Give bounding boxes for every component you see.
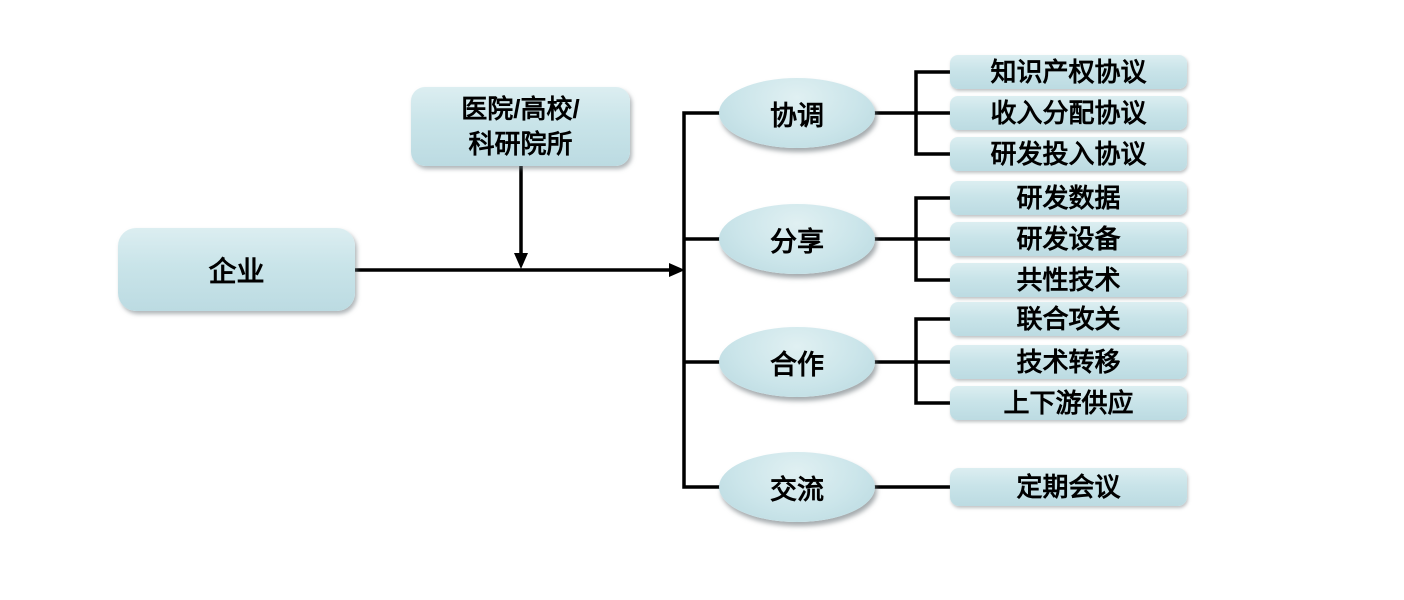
leaf-label: 研发投入协议 xyxy=(990,139,1147,169)
category-label: 合作 xyxy=(770,349,824,380)
leaf-label: 定期会议 xyxy=(1016,472,1121,502)
category-label: 交流 xyxy=(770,474,824,505)
leaf-label: 研发数据 xyxy=(1016,183,1121,213)
leaf-label: 联合攻关 xyxy=(1016,304,1121,334)
leaf-label: 技术转移 xyxy=(1016,347,1121,377)
leaf-label: 收入分配协议 xyxy=(990,98,1147,128)
leaf-label: 共性技术 xyxy=(1016,265,1121,295)
enterprise-node: 企业 xyxy=(118,228,355,311)
right-arrowhead-icon xyxy=(669,263,685,277)
leaf-box: 研发数据 xyxy=(950,181,1187,215)
category-ellipse-exchange: 交流 xyxy=(719,452,875,522)
leaf-box: 技术转移 xyxy=(950,345,1187,379)
leaf-box: 联合攻关 xyxy=(950,302,1187,336)
enterprise-label: 企业 xyxy=(208,255,265,287)
leaf-box: 共性技术 xyxy=(950,263,1187,297)
category-label: 协调 xyxy=(770,100,824,131)
category-ellipse-coordination: 协调 xyxy=(719,78,875,148)
leaf-label: 知识产权协议 xyxy=(990,57,1147,87)
leaf-label: 研发设备 xyxy=(1016,224,1121,254)
trunk-line xyxy=(682,111,720,489)
leaf-box: 研发设备 xyxy=(950,222,1187,256)
down-arrowhead-icon xyxy=(514,253,528,269)
partners-node: 医院/高校/ 科研院所 xyxy=(411,87,630,166)
leaf-box: 研发投入协议 xyxy=(950,137,1187,171)
leaf-box: 上下游供应 xyxy=(950,386,1187,420)
leaf-label: 上下游供应 xyxy=(1003,388,1134,418)
category-label: 分享 xyxy=(770,226,824,257)
bracket-group-2 xyxy=(874,196,952,282)
leaf-box: 收入分配协议 xyxy=(950,96,1187,130)
category-ellipse-cooperation: 合作 xyxy=(719,327,875,397)
leaf-box: 定期会议 xyxy=(950,468,1187,506)
bracket-group-3 xyxy=(874,317,952,405)
bracket-group-1 xyxy=(874,70,952,156)
partners-label: 医院/高校/ 科研院所 xyxy=(461,93,580,159)
leaf-box: 知识产权协议 xyxy=(950,55,1187,89)
category-ellipse-sharing: 分享 xyxy=(719,204,875,274)
